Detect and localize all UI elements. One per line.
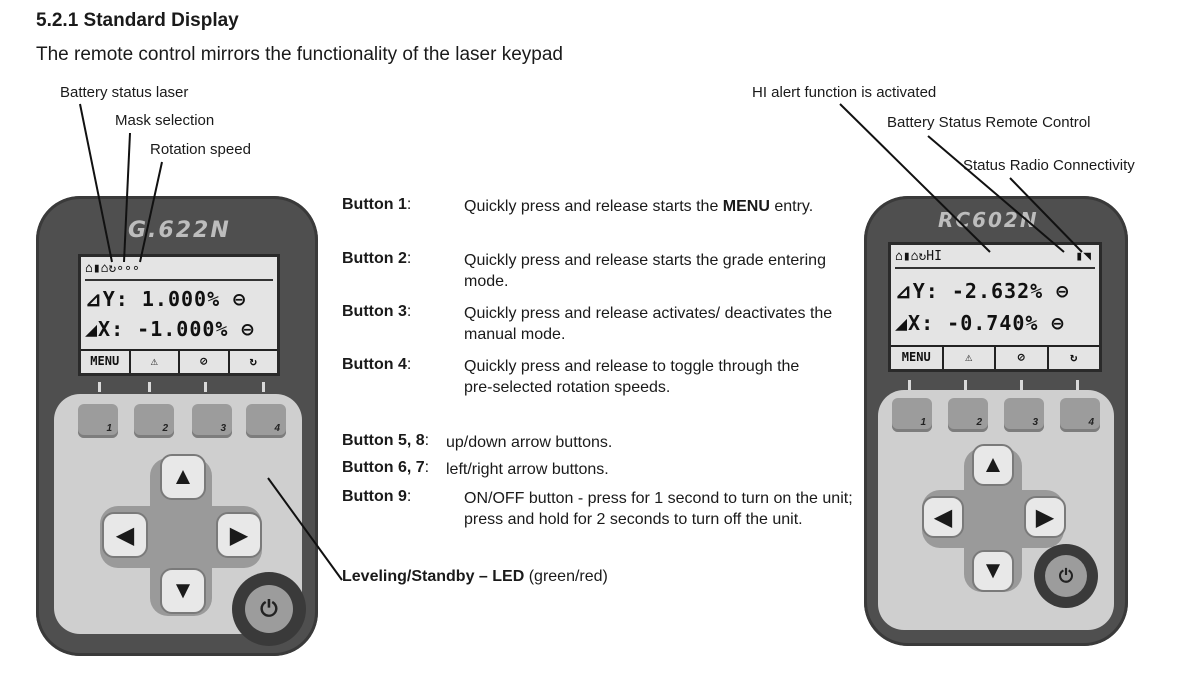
- laser-left-arrow-button[interactable]: ◀: [102, 512, 148, 558]
- button-5-8-description: up/down arrow buttons.: [446, 434, 613, 451]
- laser-status-icons: ⌂▮⌂↻∘∘∘: [85, 261, 273, 281]
- softkey-alert-icon: ⚠: [131, 351, 180, 373]
- laser-power-button[interactable]: ⏻: [245, 585, 293, 633]
- remote-softkey-manual-icon: ⊘: [996, 347, 1049, 369]
- button-6-7-label: Button 6, 7:: [342, 459, 430, 476]
- laser-button-1[interactable]: 1: [78, 404, 118, 438]
- button-5-8-label: Button 5, 8:: [342, 432, 430, 449]
- remote-power-ring: ⏻: [1034, 544, 1098, 608]
- laser-y-grade: ⊿Y: 1.000% ⊖: [85, 287, 247, 311]
- laser-button-3[interactable]: 3: [192, 404, 232, 438]
- button-9-description: ON/OFF button - press for 1 second to tu…: [464, 490, 853, 528]
- softkey-rotation-icon: ↻: [249, 354, 257, 368]
- remote-y-grade: ⊿Y: -2.632% ⊖: [895, 279, 1070, 303]
- remote-softkey-rotation-icon: ↻: [1070, 350, 1078, 364]
- section-subtitle: The remote control mirrors the functiona…: [36, 44, 563, 65]
- button-2-description: Quickly press and release starts the gra…: [464, 252, 826, 290]
- remote-button-3[interactable]: 3: [1004, 398, 1044, 432]
- laser-right-arrow-button[interactable]: ▶: [216, 512, 262, 558]
- callout-battery-remote: Battery Status Remote Control: [887, 114, 1091, 131]
- button-6-7-description: left/right arrow buttons.: [446, 461, 609, 478]
- remote-lcd-display: ⌂▮⌂↻HI ▮◥ ⊿Y: -2.632% ⊖ ◢X: -0.740% ⊖ ME…: [888, 242, 1102, 372]
- remote-left-arrow-button[interactable]: ◀: [922, 496, 964, 538]
- remote-button-4[interactable]: 4: [1060, 398, 1100, 432]
- laser-softkey-bar: MENU ⚠ ⊘ ↻: [81, 349, 277, 373]
- laser-up-arrow-button[interactable]: ▲: [160, 454, 206, 500]
- laser-keypad-device: G.622N ⌂▮⌂↻∘∘∘ ⊿Y: 1.000% ⊖ ◢X: -1.000% …: [36, 196, 318, 656]
- remote-button-2[interactable]: 2: [948, 398, 988, 432]
- leveling-led-note: Leveling/Standby – LED (green/red): [342, 568, 608, 585]
- remote-power-button[interactable]: ⏻: [1045, 555, 1087, 597]
- remote-status-icons: ⌂▮⌂↻HI ▮◥: [895, 249, 1095, 269]
- button-4-description: Quickly press and release to toggle thro…: [464, 358, 800, 396]
- callout-hi-alert: HI alert function is activated: [752, 84, 937, 101]
- remote-softkey-bar: MENU ⚠ ⊘ ↻: [891, 345, 1099, 369]
- softkey-manual-icon: ⊘: [180, 351, 230, 373]
- callout-mask-selection: Mask selection: [115, 112, 215, 129]
- button-4-label: Button 4:: [342, 356, 412, 373]
- laser-button-4[interactable]: 4: [246, 404, 286, 438]
- laser-button-2[interactable]: 2: [134, 404, 174, 438]
- callout-radio-status: Status Radio Connectivity: [963, 157, 1135, 174]
- section-title: 5.2.1 Standard Display: [36, 10, 239, 31]
- button-3-label: Button 3:: [342, 303, 412, 320]
- callout-rotation-speed: Rotation speed: [150, 141, 251, 158]
- remote-right-arrow-button[interactable]: ▶: [1024, 496, 1066, 538]
- callout-battery-laser: Battery status laser: [60, 84, 189, 101]
- remote-up-arrow-button[interactable]: ▲: [972, 444, 1014, 486]
- remote-x-grade: ◢X: -0.740% ⊖: [895, 311, 1065, 335]
- laser-x-grade: ◢X: -1.000% ⊖: [85, 317, 255, 341]
- laser-power-ring: ⏻: [232, 572, 306, 646]
- remote-down-arrow-button[interactable]: ▼: [972, 550, 1014, 592]
- laser-keypad-panel: 1 2 3 4 ▲ ▼ ◀ ▶: [54, 394, 302, 634]
- remote-model-label: RC602N: [938, 208, 1039, 232]
- laser-lcd-display: ⌂▮⌂↻∘∘∘ ⊿Y: 1.000% ⊖ ◢X: -1.000% ⊖ MENU …: [78, 254, 280, 376]
- button-1-label: Button 1:: [342, 196, 412, 213]
- remote-softkey-alert-icon: ⚠: [944, 347, 996, 369]
- softkey-menu: MENU: [81, 351, 131, 373]
- remote-control-device: RC602N ⌂▮⌂↻HI ▮◥ ⊿Y: -2.632% ⊖ ◢X: -0.74…: [864, 196, 1128, 646]
- button-9-label: Button 9:: [342, 488, 412, 505]
- button-2-label: Button 2:: [342, 250, 412, 267]
- button-3-description: Quickly press and release activates/ dea…: [464, 305, 833, 343]
- remote-softkey-menu: MENU: [891, 347, 944, 369]
- remote-status-left: ⌂▮⌂↻HI: [895, 249, 942, 264]
- button-1-description: Quickly press and release starts the MEN…: [464, 198, 814, 215]
- remote-button-1[interactable]: 1: [892, 398, 932, 432]
- laser-model-label: G.622N: [128, 218, 231, 243]
- laser-down-arrow-button[interactable]: ▼: [160, 568, 206, 614]
- remote-status-right: ▮◥: [1075, 249, 1091, 264]
